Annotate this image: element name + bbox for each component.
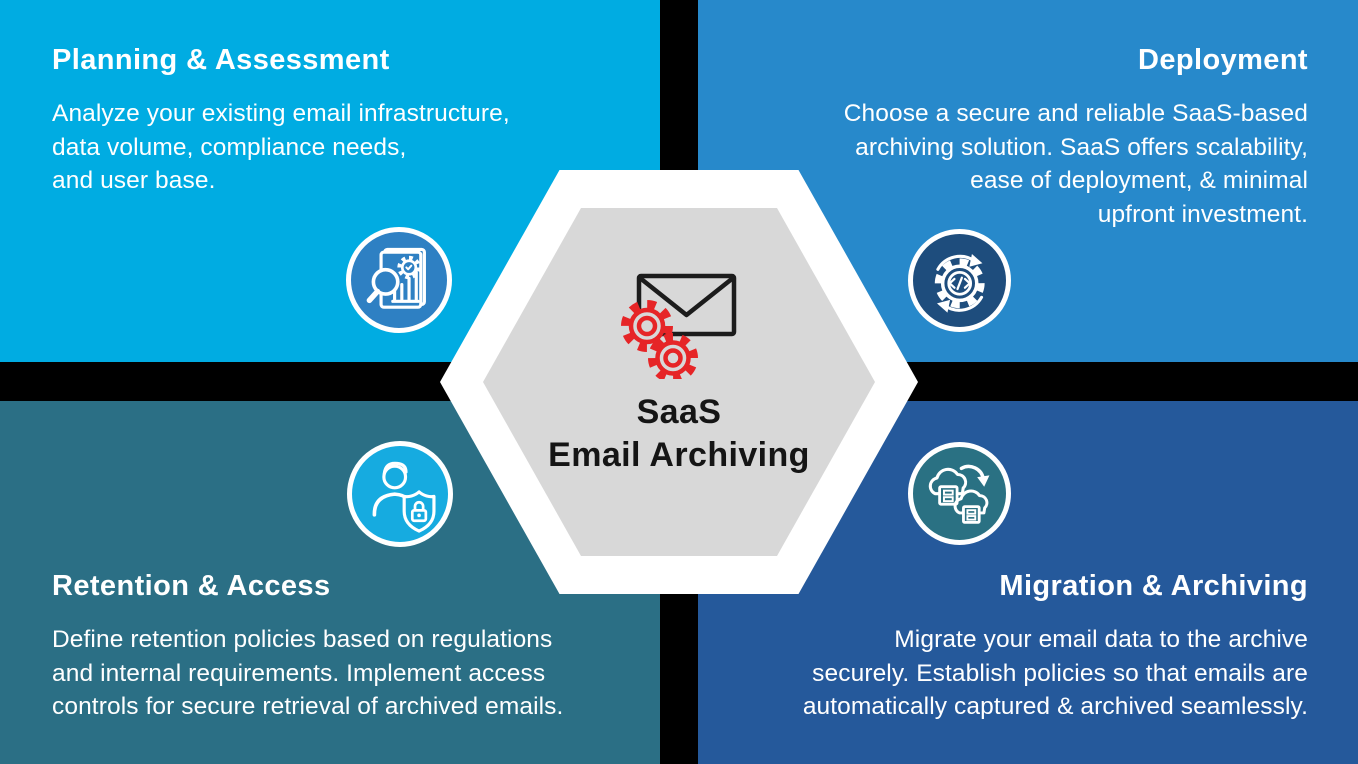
- quadrant-planning-assessment: Planning & Assessment Analyze your exist…: [0, 0, 660, 362]
- user-shield-lock-icon: [347, 441, 453, 547]
- quadrant-body: Analyze your existing email infrastructu…: [52, 100, 510, 194]
- center-title: SaaS Email Archiving: [548, 391, 810, 477]
- quadrant-body: Migrate your email data to the archive s…: [802, 626, 1308, 720]
- center-content: SaaS Email Archiving: [483, 208, 875, 556]
- quadrant-title: Migration & Archiving: [999, 570, 1308, 602]
- quadrant-migration-archiving: Migration & Archiving Migrate your email…: [698, 401, 1358, 764]
- cloud-migration-icon: [908, 442, 1011, 545]
- code-gear-sync-icon: [908, 229, 1011, 332]
- center-title-line1: SaaS: [636, 393, 722, 431]
- center-title-line2: Email Archiving: [548, 436, 810, 474]
- quadrant-title: Planning & Assessment: [52, 44, 390, 76]
- quadrant-deployment: Deployment Choose a secure and reliable …: [698, 0, 1358, 362]
- quadrant-title: Retention & Access: [52, 570, 331, 602]
- quadrant-body: Define retention policies based on regul…: [52, 626, 564, 720]
- email-gears-icon: [621, 273, 737, 379]
- quadrant-title: Deployment: [1138, 44, 1308, 76]
- quadrant-body: Choose a secure and reliable SaaS-based …: [843, 100, 1308, 228]
- analysis-report-icon: [346, 227, 452, 333]
